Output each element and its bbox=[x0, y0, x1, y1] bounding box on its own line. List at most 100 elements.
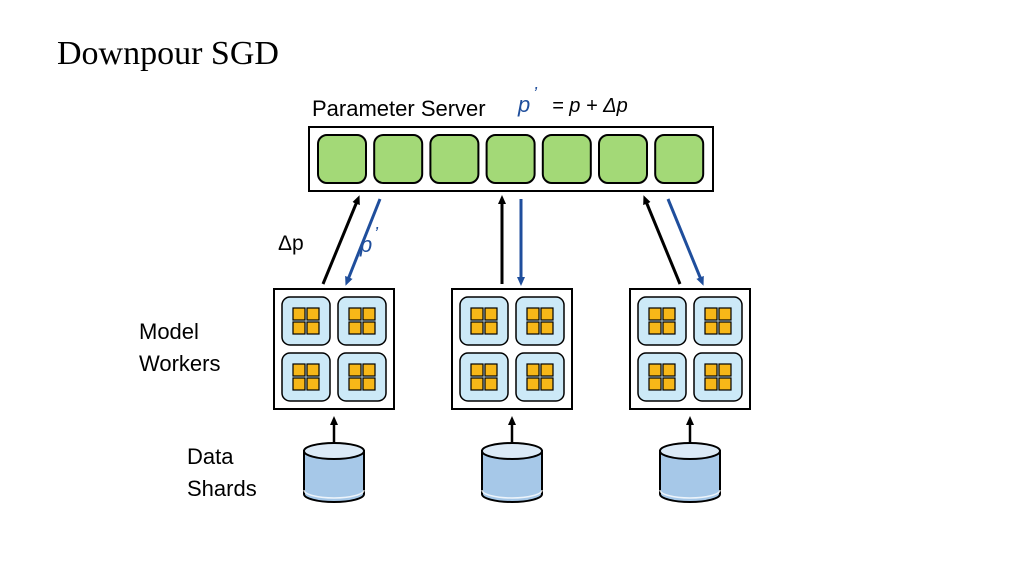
slide-title: Downpour SGD bbox=[57, 35, 279, 72]
worker-core bbox=[637, 352, 687, 402]
core-chip bbox=[662, 363, 676, 377]
sync-arrows bbox=[321, 195, 704, 286]
data-shard bbox=[659, 416, 721, 503]
core-chip bbox=[540, 363, 554, 377]
worker-core bbox=[637, 296, 687, 346]
core-chip bbox=[540, 377, 554, 391]
core-chip bbox=[540, 321, 554, 335]
shard-top bbox=[659, 442, 721, 460]
core-chip bbox=[362, 363, 376, 377]
worker-core-body bbox=[281, 296, 331, 346]
core-chip bbox=[362, 321, 376, 335]
core-chip bbox=[648, 377, 662, 391]
worker-core bbox=[459, 352, 509, 402]
core-chip bbox=[704, 321, 718, 335]
update-rule-prime-mark: ’ bbox=[533, 84, 538, 104]
shard-fill-line bbox=[303, 489, 365, 499]
core-chip bbox=[718, 307, 732, 321]
model-workers-label-line2: Workers bbox=[139, 351, 221, 376]
core-chip bbox=[526, 307, 540, 321]
update-rule-expression: = p + Δp bbox=[552, 95, 628, 117]
parameter-slot bbox=[541, 134, 592, 184]
worker-core-body bbox=[515, 296, 565, 346]
core-chip bbox=[470, 377, 484, 391]
core-chip bbox=[306, 363, 320, 377]
worker-core bbox=[693, 296, 743, 346]
core-chip bbox=[348, 321, 362, 335]
delta-p-label: Δp bbox=[278, 232, 304, 255]
core-chip bbox=[718, 321, 732, 335]
update-rule-p-prime: p bbox=[517, 92, 530, 117]
shard-fill-line bbox=[481, 489, 543, 499]
core-chip bbox=[648, 363, 662, 377]
core-chip bbox=[362, 377, 376, 391]
core-chip bbox=[292, 363, 306, 377]
worker-core bbox=[515, 352, 565, 402]
core-chip bbox=[662, 321, 676, 335]
worker-core bbox=[337, 352, 387, 402]
parameter-slots bbox=[317, 134, 705, 184]
model-worker bbox=[273, 288, 395, 410]
shard-top bbox=[303, 442, 365, 460]
core-chip bbox=[718, 377, 732, 391]
worker-core-body bbox=[515, 352, 565, 402]
core-chip bbox=[648, 321, 662, 335]
parameter-slot bbox=[429, 134, 480, 184]
core-chip bbox=[662, 377, 676, 391]
core-chip bbox=[306, 377, 320, 391]
model-workers bbox=[273, 288, 751, 410]
core-chip bbox=[470, 363, 484, 377]
parameter-slot bbox=[485, 134, 536, 184]
core-chip bbox=[662, 307, 676, 321]
data-shard bbox=[303, 416, 365, 503]
core-chip bbox=[470, 307, 484, 321]
core-chip bbox=[348, 363, 362, 377]
core-chip bbox=[526, 377, 540, 391]
shard-body bbox=[481, 450, 543, 503]
data-shards bbox=[303, 416, 721, 503]
core-chip bbox=[526, 363, 540, 377]
parameter-slot bbox=[373, 134, 424, 184]
core-chip bbox=[292, 377, 306, 391]
shard-fill-line bbox=[659, 489, 721, 499]
worker-core-body bbox=[637, 296, 687, 346]
core-chip bbox=[718, 363, 732, 377]
parameter-server bbox=[308, 126, 714, 192]
shard-body bbox=[659, 450, 721, 503]
core-chip bbox=[306, 321, 320, 335]
worker-core bbox=[281, 352, 331, 402]
core-chip bbox=[484, 363, 498, 377]
model-worker bbox=[451, 288, 573, 410]
worker-core-body bbox=[459, 296, 509, 346]
shard-body bbox=[303, 450, 365, 503]
worker-core bbox=[337, 296, 387, 346]
p-prime-mark: ’ bbox=[374, 224, 379, 244]
core-chip bbox=[648, 307, 662, 321]
data-shards-label-line1: Data bbox=[187, 444, 234, 469]
core-chip bbox=[484, 377, 498, 391]
data-shard bbox=[481, 416, 543, 503]
core-chip bbox=[484, 307, 498, 321]
core-chip bbox=[348, 377, 362, 391]
shard-top bbox=[481, 442, 543, 460]
core-chip bbox=[470, 321, 484, 335]
model-workers-label-line1: Model bbox=[139, 319, 199, 344]
parameter-server-label: Parameter Server bbox=[312, 96, 486, 121]
core-chip bbox=[292, 307, 306, 321]
fetch-params-arrow-3 bbox=[666, 198, 704, 286]
core-chip bbox=[704, 377, 718, 391]
worker-core bbox=[515, 296, 565, 346]
push-delta-arrow-3 bbox=[643, 195, 682, 285]
push-delta-arrow-1 bbox=[321, 195, 360, 285]
parameter-slot bbox=[317, 134, 367, 184]
worker-core-body bbox=[337, 296, 387, 346]
worker-core-body bbox=[693, 296, 743, 346]
core-chip bbox=[306, 307, 320, 321]
data-shards-label-line2: Shards bbox=[187, 476, 257, 501]
worker-core bbox=[281, 296, 331, 346]
parameter-slot bbox=[598, 134, 648, 184]
core-chip bbox=[526, 321, 540, 335]
core-chip bbox=[704, 307, 718, 321]
p-prime-label: p bbox=[359, 232, 372, 257]
